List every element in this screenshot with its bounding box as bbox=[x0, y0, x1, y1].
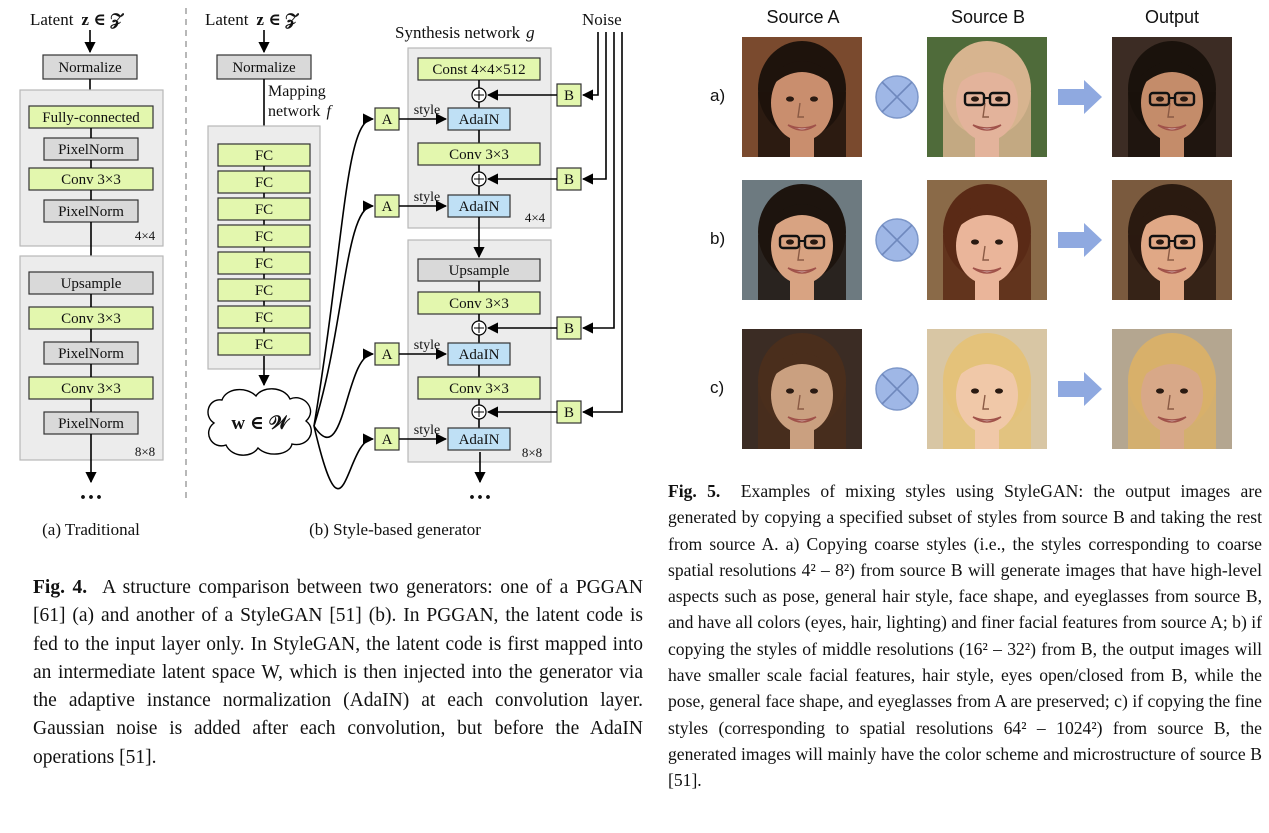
svg-text:Conv 3×3: Conv 3×3 bbox=[61, 172, 121, 188]
adain-block bbox=[447, 427, 511, 451]
circle-cross-icon bbox=[874, 366, 920, 412]
output-image bbox=[1112, 329, 1232, 449]
face-icon bbox=[742, 37, 862, 157]
fc-label: FC bbox=[255, 256, 273, 272]
conv-label: Conv 3×3 bbox=[449, 147, 509, 163]
arrow-right-icon bbox=[1058, 223, 1102, 257]
normalize-label-b: Normalize bbox=[232, 60, 296, 76]
svg-text:Conv 3×3: Conv 3×3 bbox=[61, 381, 121, 397]
arrow-right-icon bbox=[1058, 372, 1102, 406]
svg-text:···: ··· bbox=[79, 485, 103, 511]
source-a-image bbox=[742, 37, 862, 157]
b-label: B bbox=[564, 172, 574, 188]
adain-label: AdaIN bbox=[459, 347, 500, 363]
row-label: a) bbox=[710, 86, 726, 105]
svg-text:4×4: 4×4 bbox=[525, 210, 546, 225]
style-label: style bbox=[414, 103, 440, 118]
svg-text:PixelNorm: PixelNorm bbox=[58, 346, 124, 362]
fc-stack: FC FC FC FC FC FC FC FC bbox=[217, 143, 311, 356]
fc-block bbox=[217, 332, 311, 356]
svg-text:PixelNorm: PixelNorm bbox=[58, 416, 124, 432]
face-icon bbox=[927, 37, 1047, 157]
svg-text:···: ··· bbox=[468, 485, 492, 511]
column-header-source-a: Source A bbox=[766, 7, 840, 27]
output-image bbox=[1112, 37, 1232, 157]
fc-label: FC bbox=[255, 229, 273, 245]
face-icon bbox=[742, 329, 862, 449]
latent-w-cloud bbox=[207, 388, 312, 456]
noise-label: Noise bbox=[582, 10, 622, 29]
source-a-image bbox=[742, 329, 862, 449]
a-label: A bbox=[382, 347, 393, 363]
w-label: w ∈ 𝒲 bbox=[231, 413, 290, 434]
subcaption-b: (b) Style-based generator bbox=[309, 520, 481, 539]
source-b-image bbox=[927, 37, 1047, 157]
svg-text:PixelNorm: PixelNorm bbox=[58, 204, 124, 220]
face-icon bbox=[927, 329, 1047, 449]
arrow-right-icon bbox=[1058, 80, 1102, 114]
output-image bbox=[1112, 180, 1232, 300]
res-8x8-a: 8×8 bbox=[135, 444, 155, 459]
face-icon bbox=[1112, 37, 1232, 157]
svg-text:8×8: 8×8 bbox=[522, 445, 542, 460]
figure-5-caption: Fig. 5. Examples of mixing styles using … bbox=[668, 481, 1263, 791]
adain-label: AdaIN bbox=[459, 432, 500, 448]
conv-label: Conv 3×3 bbox=[449, 381, 509, 397]
adain-label: AdaIN bbox=[459, 199, 500, 215]
face-icon bbox=[1112, 180, 1232, 300]
fc-label: FC bbox=[255, 337, 273, 353]
circle-cross-icon bbox=[874, 74, 920, 120]
b-label: B bbox=[564, 405, 574, 421]
column-header-output: Output bbox=[1144, 7, 1200, 27]
face-icon bbox=[927, 180, 1047, 300]
row-label: c) bbox=[710, 378, 725, 397]
normalize-block-b bbox=[216, 54, 312, 80]
subcaption-a: (a) Traditional bbox=[42, 520, 140, 539]
a-label: A bbox=[382, 199, 393, 215]
source-b-image bbox=[927, 329, 1047, 449]
row-label: b) bbox=[710, 229, 726, 248]
conv-label: Conv 3×3 bbox=[449, 296, 509, 312]
style-label: style bbox=[414, 423, 440, 438]
source-b-image bbox=[927, 180, 1047, 300]
res-4x4-a: 4×4 bbox=[135, 228, 156, 243]
b-label: B bbox=[564, 321, 574, 337]
figure-4-caption: Fig. 4. A structure comparison between t… bbox=[33, 577, 643, 768]
a-label: A bbox=[382, 432, 393, 448]
svg-text:Conv 3×3: Conv 3×3 bbox=[61, 311, 121, 327]
fc-label: FC bbox=[255, 175, 273, 191]
b-label: B bbox=[564, 88, 574, 104]
const-label: Const 4×4×512 bbox=[432, 62, 525, 78]
svg-text:Upsample: Upsample bbox=[61, 276, 122, 292]
fc-label: FC bbox=[255, 310, 273, 326]
circle-cross-icon bbox=[874, 217, 920, 263]
mapping-label: Mapping bbox=[268, 83, 326, 100]
fc-label: FC bbox=[255, 202, 273, 218]
svg-text:Fully-connected: Fully-connected bbox=[42, 110, 140, 126]
adain-label: AdaIN bbox=[459, 112, 500, 128]
upsample-label: Upsample bbox=[449, 263, 510, 279]
style-label: style bbox=[414, 190, 440, 205]
svg-text:PixelNorm: PixelNorm bbox=[58, 142, 124, 158]
style-label: style bbox=[414, 338, 440, 353]
fc-label: FC bbox=[255, 283, 273, 299]
a-label: A bbox=[382, 112, 393, 128]
normalize-label-a: Normalize bbox=[58, 60, 122, 76]
column-header-source-b: Source B bbox=[950, 7, 1026, 27]
fc-label: FC bbox=[255, 148, 273, 164]
face-icon bbox=[1112, 329, 1232, 449]
source-a-image bbox=[742, 180, 862, 300]
face-icon bbox=[742, 180, 862, 300]
